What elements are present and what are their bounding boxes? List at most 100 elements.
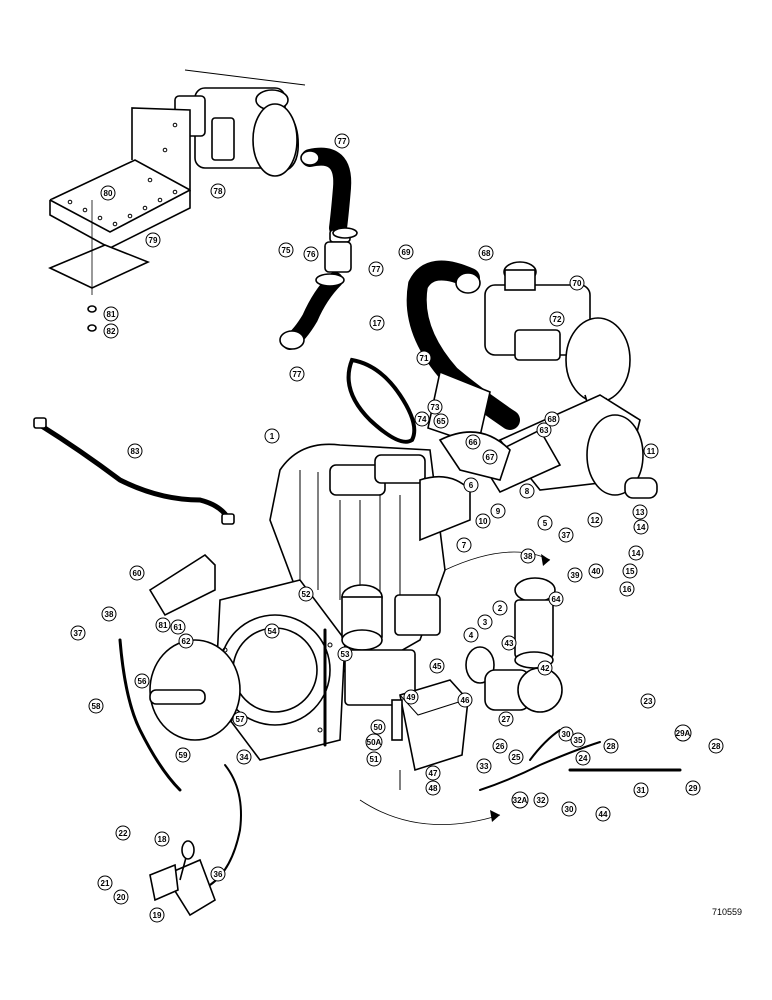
drawing-reference-code: 710559	[712, 907, 743, 917]
callout-label: 28	[607, 742, 616, 751]
callout-2: 2	[492, 600, 508, 616]
callout-22: 22	[115, 825, 131, 841]
callout-label: 52	[302, 590, 311, 599]
callout-label: 61	[174, 623, 183, 632]
callout-42: 42	[537, 660, 553, 676]
callout-label: 79	[149, 236, 158, 245]
callout-76: 76	[303, 246, 319, 262]
callout-label: 64	[552, 595, 561, 604]
callout-label: 77	[372, 265, 381, 274]
callout-label: 77	[293, 370, 302, 379]
callout-64: 64	[548, 591, 564, 607]
callout-44: 44	[595, 806, 611, 822]
callout-label: 10	[479, 517, 488, 526]
callout-18: 18	[154, 831, 170, 847]
callout-label: 38	[524, 552, 533, 561]
callout-32a: 32A	[511, 791, 529, 809]
callout-28: 28	[708, 738, 724, 754]
callout-label: 29A	[676, 729, 691, 738]
callout-33: 33	[476, 758, 492, 774]
callout-label: 46	[461, 696, 470, 705]
callout-label: 54	[268, 627, 277, 636]
callout-group: 1234567891011121314141516171819202122232…	[70, 133, 724, 923]
callout-label: 8	[525, 487, 530, 496]
callout-77: 77	[289, 366, 305, 382]
callout-31: 31	[633, 782, 649, 798]
callout-37: 37	[70, 625, 86, 641]
callout-label: 38	[105, 610, 114, 619]
callout-77: 77	[368, 261, 384, 277]
air-cleaner-upper	[174, 69, 306, 177]
callout-label: 68	[548, 415, 557, 424]
throttle-cable	[209, 764, 242, 886]
callout-74: 74	[414, 411, 430, 427]
callout-5: 5	[537, 515, 553, 531]
callout-24: 24	[575, 750, 591, 766]
callout-28: 28	[603, 738, 619, 754]
callout-label: 78	[214, 187, 223, 196]
callout-39: 39	[567, 567, 583, 583]
callout-59: 59	[175, 747, 191, 763]
callout-12: 12	[587, 512, 603, 528]
callout-43: 43	[501, 635, 517, 651]
callout-label: 13	[636, 508, 645, 517]
callout-label: 12	[591, 516, 600, 525]
callout-label: 21	[101, 879, 110, 888]
callout-51: 51	[366, 751, 382, 767]
callout-label: 5	[543, 519, 548, 528]
callout-71: 71	[416, 350, 432, 366]
callout-label: 57	[236, 715, 245, 724]
callout-label: 26	[496, 742, 505, 751]
callout-label: 74	[418, 415, 427, 424]
assembly-arrows	[359, 551, 551, 826]
callout-label: 14	[632, 549, 641, 558]
callout-label: 49	[407, 693, 416, 702]
callout-63: 63	[536, 422, 552, 438]
callout-66: 66	[465, 434, 481, 450]
callout-label: 59	[179, 751, 188, 760]
callout-label: 62	[182, 637, 191, 646]
callout-3: 3	[477, 614, 493, 630]
callout-56: 56	[134, 673, 150, 689]
callout-69: 69	[398, 244, 414, 260]
callout-80: 80	[100, 185, 116, 201]
callout-29: 29	[685, 780, 701, 796]
callout-11: 11	[643, 443, 659, 459]
callout-label: 34	[240, 753, 249, 762]
callout-60: 60	[129, 565, 145, 581]
callout-label: 23	[644, 697, 653, 706]
callout-label: 53	[341, 650, 350, 659]
callout-70: 70	[569, 275, 585, 291]
callout-label: 6	[469, 481, 474, 490]
callout-1: 1	[264, 428, 280, 444]
callout-25: 25	[508, 749, 524, 765]
callout-46: 46	[457, 692, 473, 708]
callout-13: 13	[632, 504, 648, 520]
callout-label: 80	[104, 189, 113, 198]
callout-54: 54	[264, 623, 280, 639]
callout-label: 25	[512, 753, 521, 762]
callout-52: 52	[298, 586, 314, 602]
oil-filter-parts	[465, 577, 563, 713]
callout-58: 58	[88, 698, 104, 714]
callout-label: 30	[565, 805, 574, 814]
callout-61: 61	[170, 619, 186, 635]
callout-35: 35	[570, 732, 586, 748]
callout-label: 29	[689, 784, 698, 793]
callout-37: 37	[558, 527, 574, 543]
callout-label: 30	[562, 730, 571, 739]
callout-72: 72	[549, 311, 565, 327]
callout-23: 23	[640, 693, 656, 709]
callout-label: 18	[158, 835, 167, 844]
fuel-line-33	[479, 741, 601, 791]
callout-label: 82	[107, 327, 116, 336]
callout-label: 7	[462, 541, 467, 550]
callout-label: 43	[505, 639, 514, 648]
callout-75: 75	[278, 242, 294, 258]
flywheel-plate	[149, 639, 241, 741]
callout-label: 56	[138, 677, 147, 686]
callout-label: 14	[637, 523, 646, 532]
callout-label: 24	[579, 754, 588, 763]
callout-10: 10	[475, 513, 491, 529]
callout-label: 76	[307, 250, 316, 259]
